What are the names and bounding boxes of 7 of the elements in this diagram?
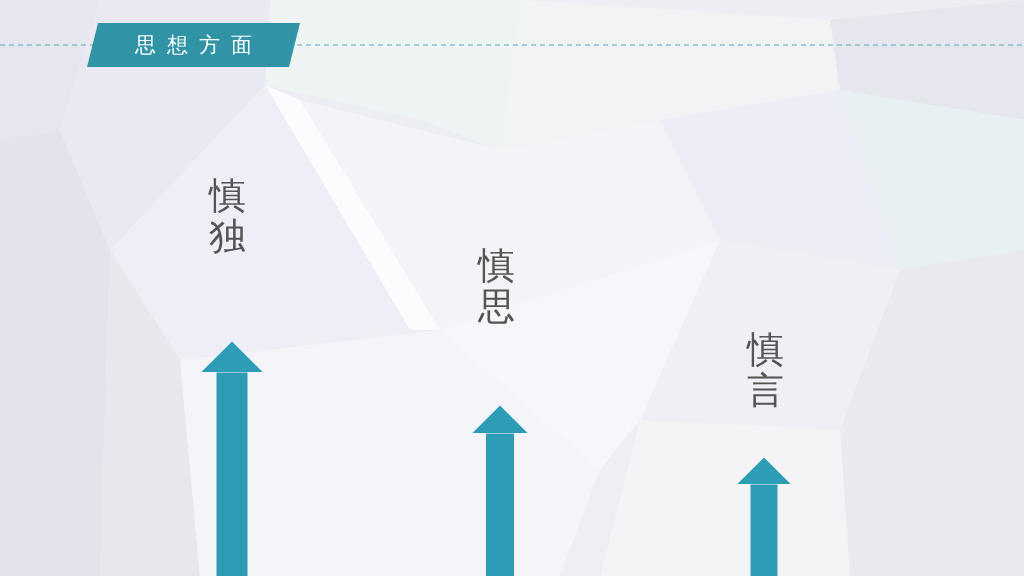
vertical-text-label: 慎独 <box>208 176 246 258</box>
up-arrow <box>737 457 791 576</box>
up-arrow <box>472 405 528 576</box>
section-title-banner: 思想方面 <box>87 23 300 67</box>
vertical-text-label: 慎思 <box>477 246 515 328</box>
vertical-text-label: 慎言 <box>746 330 784 412</box>
up-arrow <box>201 341 263 576</box>
